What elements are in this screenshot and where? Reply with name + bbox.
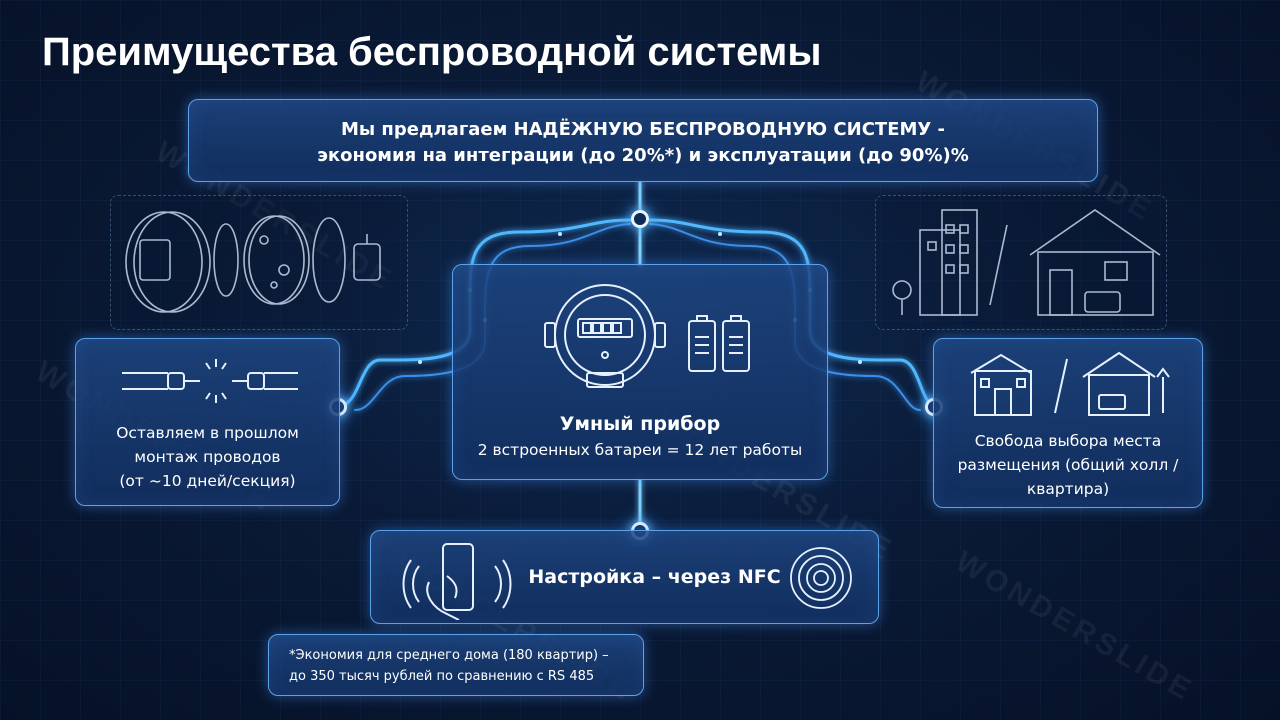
connector-node-top <box>631 210 649 228</box>
smart-device-title: Умный прибор <box>559 413 721 435</box>
placement-benefit-line-2: размещения (общий холл / <box>957 456 1179 474</box>
smart-device-box: Умный прибор 2 встроенных батареи = 12 л… <box>452 264 828 480</box>
cut-wire-icon <box>122 359 298 403</box>
wires-benefit-line-1: Оставляем в прошлом <box>116 424 299 442</box>
nfc-setup-label: Настройка – через NFC <box>528 566 781 588</box>
wires-benefit-line-2: монтаж проводов <box>134 448 281 466</box>
placement-benefit-line-3: квартира) <box>1026 480 1110 498</box>
phone-nfc-icon <box>402 543 512 620</box>
nfc-setup-box: Настройка – через NFC <box>370 530 879 624</box>
battery-icon <box>688 315 750 372</box>
meter-parts-frame <box>110 195 408 330</box>
placement-benefit-line-1: Свобода выбора места <box>974 432 1162 450</box>
footnote-line-1: *Экономия для среднего дома (180 квартир… <box>289 648 609 663</box>
placement-benefit-box: Свобода выбора места размещения (общий х… <box>933 338 1203 508</box>
smart-device-subtitle: 2 встроенных батареи = 12 лет работы <box>477 441 803 459</box>
wires-benefit-box: Оставляем в прошлом монтаж проводов (от … <box>75 338 340 506</box>
apartment-house-icon <box>892 209 1161 316</box>
smart-meter-icon <box>544 284 666 388</box>
house-choice-icon <box>970 351 1170 416</box>
page-title: Преимущества беспроводной системы <box>42 30 822 74</box>
nfc-target-icon <box>790 547 852 609</box>
footnote-box: *Экономия для среднего дома (180 квартир… <box>268 634 644 696</box>
exploded-meter-icon <box>125 211 381 313</box>
wires-benefit-line-3: (от ~10 дней/секция) <box>119 472 296 490</box>
headline-box: Мы предлагаем НАДЁЖНУЮ БЕСПРОВОДНУЮ СИСТ… <box>188 99 1098 182</box>
footnote-line-2: до 350 тысяч рублей по сравнению с RS 48… <box>289 669 595 684</box>
headline-line-2: экономия на интеграции (до 20%*) и экспл… <box>317 145 969 166</box>
headline-line-1: Мы предлагаем НАДЁЖНУЮ БЕСПРОВОДНУЮ СИСТ… <box>340 119 946 140</box>
